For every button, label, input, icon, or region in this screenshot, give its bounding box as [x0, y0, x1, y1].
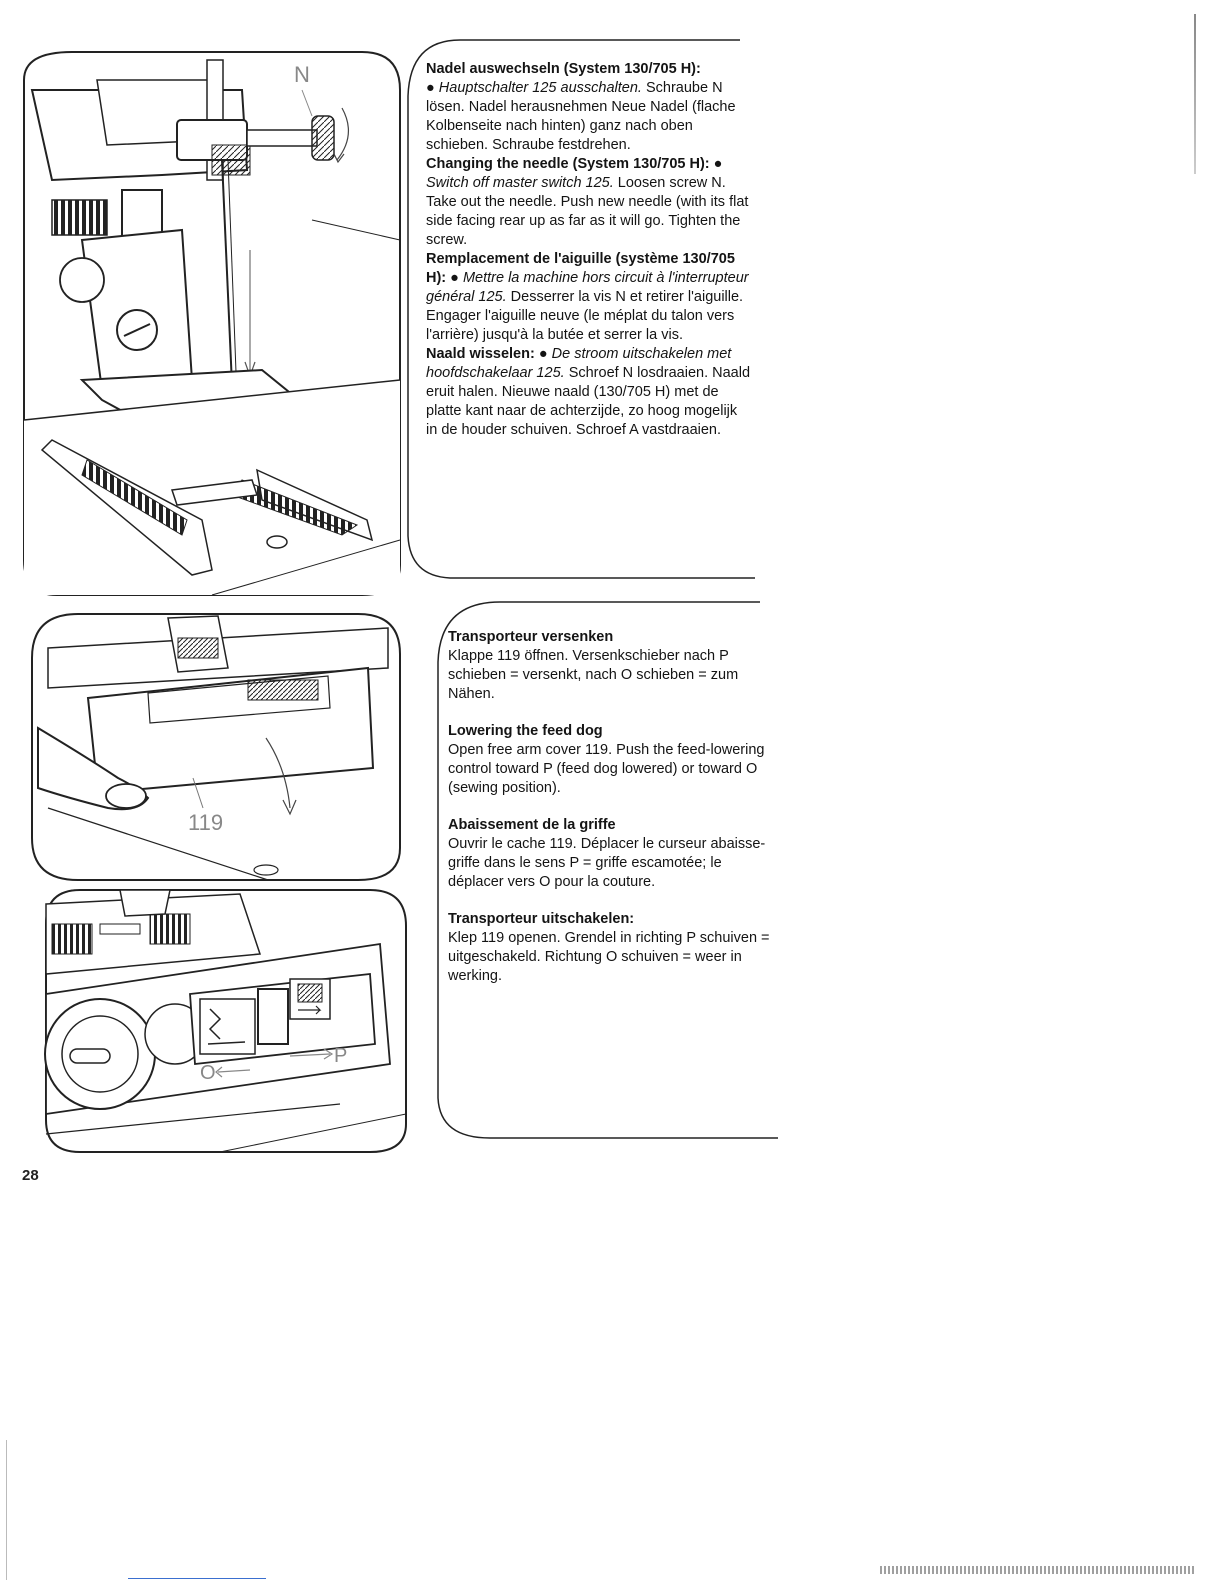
en-body: Open free arm cover 119. Push the feed-l…: [448, 742, 765, 796]
nl-body: Schroef N losdraaien. Naald eruit halen.…: [426, 365, 751, 438]
bullet-icon: ●: [713, 156, 723, 172]
scan-edge: [128, 1578, 266, 1579]
fr-bullet: Mettre la machine hors circuit à l'inter…: [426, 270, 749, 305]
nl-block: Transporteur uitschakelen: Klep 119 open…: [448, 910, 770, 986]
lowered-position-label: P: [334, 1045, 347, 1067]
en-block: Changing the needle (System 130/705 H): …: [426, 155, 752, 250]
needle-change-illustration: N: [12, 50, 404, 598]
fr-block: Remplacement de l'aiguille (système 130/…: [426, 250, 752, 345]
scan-edge: [6, 1440, 7, 1580]
cover-label: 119: [188, 810, 223, 835]
de-bullet: Hauptschalter 125 ausschalten.: [438, 80, 642, 96]
feed-dog-text-frame: [430, 598, 780, 1144]
nl-heading: Naald wisselen:: [426, 346, 535, 362]
fr-body: Desserrer la vis N et retirer l'aiguille…: [426, 289, 744, 343]
en-bullet: Switch off master switch 125.: [426, 175, 614, 191]
bullet-icon: ●: [426, 80, 435, 96]
scan-edge: [880, 1566, 1196, 1574]
needle-change-text: Nadel auswechseln (System 130/705 H): ● …: [426, 60, 752, 440]
feed-dog-text: Transporteur versenken Klappe 119 öffnen…: [448, 628, 770, 986]
screw-label: N: [294, 62, 310, 87]
feed-dog-slider-illustration: O P: [40, 884, 410, 1158]
de-body: Schraube N lösen. Nadel herausnehmen Neu…: [426, 80, 736, 153]
free-arm-cover-illustration: 119: [28, 608, 404, 886]
en-heading: Lowering the feed dog: [448, 723, 603, 739]
en-heading: Changing the needle (System 130/705 H):: [426, 156, 710, 172]
de-block: Nadel auswechseln (System 130/705 H): ● …: [426, 60, 752, 155]
nl-bullet: De stroom uitschakelen met hoofdschakela…: [426, 346, 732, 381]
de-heading: Transporteur versenken: [448, 629, 614, 645]
en-block: Lowering the feed dog Open free arm cove…: [448, 722, 770, 798]
spacer: [448, 892, 770, 910]
fr-heading: Remplacement de l'aiguille (système 130/…: [426, 251, 735, 286]
spacer: [448, 798, 770, 816]
fr-block: Abaissement de la griffe Ouvrir le cache…: [448, 816, 770, 892]
de-heading: Nadel auswechseln (System 130/705 H):: [426, 61, 701, 77]
bullet-icon: ●: [538, 346, 548, 362]
nl-block: Naald wisselen: ● De stroom uitschakelen…: [426, 345, 752, 440]
de-block: Transporteur versenken Klappe 119 öffnen…: [448, 628, 770, 704]
nl-body: Klep 119 openen. Grendel in richting P s…: [448, 930, 770, 984]
en-body: Loosen screw N. Take out the needle. Pus…: [426, 175, 749, 248]
fr-body: Ouvrir le cache 119. Déplacer le curseur…: [448, 836, 766, 890]
scan-edge: [1194, 14, 1196, 174]
sew-position-label: O: [200, 1062, 216, 1084]
page-number: 28: [22, 1167, 39, 1184]
spacer: [448, 704, 770, 722]
nl-heading: Transporteur uitschakelen:: [448, 911, 635, 927]
de-body: Klappe 119 öffnen. Versenkschieber nach …: [448, 648, 739, 702]
bullet-icon: ●: [450, 270, 459, 286]
fr-heading: Abaissement de la griffe: [448, 817, 616, 833]
needle-change-text-frame: [400, 36, 760, 584]
